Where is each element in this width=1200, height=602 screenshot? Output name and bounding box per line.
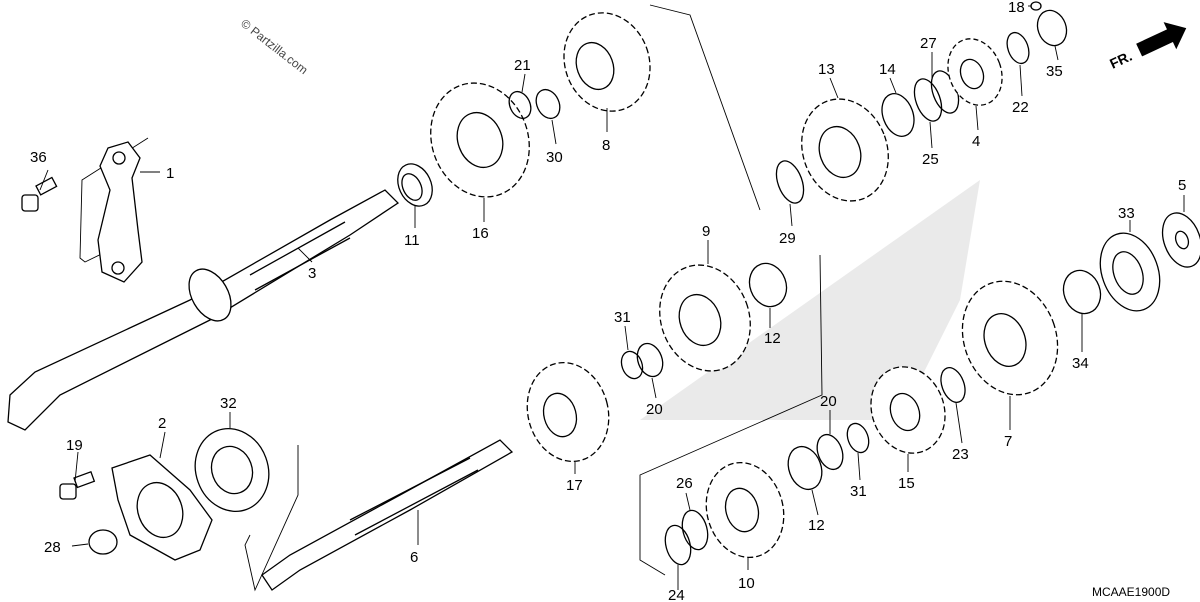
callout-19: 19 xyxy=(66,437,83,454)
bushing-14 xyxy=(881,93,915,137)
circlip-31-lower xyxy=(846,422,870,454)
callout-27: 27 xyxy=(920,35,937,52)
callout-31-upper: 31 xyxy=(614,309,631,326)
callout-30: 30 xyxy=(546,149,563,166)
callout-29: 29 xyxy=(779,230,796,247)
callout-3: 3 xyxy=(308,265,316,282)
callout-9: 9 xyxy=(702,223,710,240)
gear-8 xyxy=(563,12,651,112)
gear-4 xyxy=(947,38,1003,106)
countershaft-6 xyxy=(261,439,514,591)
callout-6: 6 xyxy=(410,549,418,566)
needle-bearing-34 xyxy=(1062,269,1102,315)
circlip-31-upper xyxy=(620,350,644,380)
callout-32: 32 xyxy=(220,395,237,412)
callout-25: 25 xyxy=(922,151,939,168)
callout-17: 17 xyxy=(566,477,583,494)
gear-17 xyxy=(526,361,610,463)
callout-14: 14 xyxy=(879,61,896,78)
washer-21 xyxy=(508,90,532,120)
callout-22: 22 xyxy=(1012,99,1029,116)
plate-1 xyxy=(97,141,143,283)
bracket-shaft-6-bearing xyxy=(244,445,299,592)
ball-bearing-33 xyxy=(1099,232,1161,312)
bracket-lower-gear-set xyxy=(639,254,823,576)
plate-2 xyxy=(111,454,213,561)
callout-2: 2 xyxy=(158,415,166,432)
callout-26: 26 xyxy=(676,475,693,492)
gear-9 xyxy=(659,264,751,372)
callout-13: 13 xyxy=(818,61,835,78)
callout-11: 11 xyxy=(404,232,420,249)
callout-24: 24 xyxy=(668,587,685,602)
gear-16 xyxy=(430,82,530,198)
callout-16: 16 xyxy=(472,225,489,242)
washer-20-lower xyxy=(816,433,844,471)
gear-7 xyxy=(961,280,1059,396)
leader-lines xyxy=(39,5,1185,590)
washer-23 xyxy=(940,367,966,403)
callout-8: 8 xyxy=(602,137,610,154)
ball-bearing-32 xyxy=(194,428,270,512)
callout-7: 7 xyxy=(1004,433,1012,450)
diagram-code: MCAAE1900D xyxy=(1092,585,1170,599)
needle-bearing-11 xyxy=(397,163,433,207)
needle-bearing-12-lower xyxy=(787,445,823,491)
gear-13 xyxy=(801,98,889,202)
callout-34: 34 xyxy=(1072,355,1089,372)
callout-12-upper: 12 xyxy=(764,330,781,347)
lock-washer-26 xyxy=(681,509,709,551)
bolt-19 xyxy=(59,471,96,500)
circlip-30 xyxy=(535,88,561,120)
ring-18 xyxy=(1030,1,1042,11)
front-direction-arrow: FR. xyxy=(1107,22,1187,72)
front-direction-label: FR. xyxy=(1107,48,1134,72)
callout-15: 15 xyxy=(898,475,915,492)
callout-18: 18 xyxy=(1008,0,1025,16)
washer-22 xyxy=(1006,31,1030,65)
callout-20-lower: 20 xyxy=(820,393,837,410)
washer-28 xyxy=(88,529,118,555)
callout-31-lower: 31 xyxy=(850,483,867,500)
callout-4: 4 xyxy=(972,133,980,150)
callout-35: 35 xyxy=(1046,63,1063,80)
callout-28: 28 xyxy=(44,539,61,556)
callout-5: 5 xyxy=(1178,177,1186,194)
needle-bearing-12-upper xyxy=(748,262,788,308)
callout-1: 1 xyxy=(166,165,174,182)
gear-15 xyxy=(870,366,946,454)
callout-21: 21 xyxy=(514,57,531,74)
oil-seal-5 xyxy=(1161,212,1200,268)
gear-10 xyxy=(705,461,785,559)
bolt-36 xyxy=(21,176,58,212)
needle-bearing-35 xyxy=(1036,9,1068,47)
lock-washer-24 xyxy=(664,524,692,566)
callout-labels: 36 1 3 11 16 21 30 8 13 14 27 25 4 22 35… xyxy=(30,0,1186,602)
lock-washer-25 xyxy=(913,78,943,122)
mainshaft-3 xyxy=(7,189,400,431)
callout-23: 23 xyxy=(952,446,969,463)
washer-29 xyxy=(775,160,805,204)
callout-36: 36 xyxy=(30,149,47,166)
washer-20-upper xyxy=(636,342,664,378)
callout-33: 33 xyxy=(1118,205,1135,222)
callout-12-lower: 12 xyxy=(808,517,825,534)
bracket-upper-gear-set xyxy=(649,4,761,211)
callout-10: 10 xyxy=(738,575,755,592)
callout-20-upper: 20 xyxy=(646,401,663,418)
watermark-text: © Partzilla.com xyxy=(238,16,310,77)
